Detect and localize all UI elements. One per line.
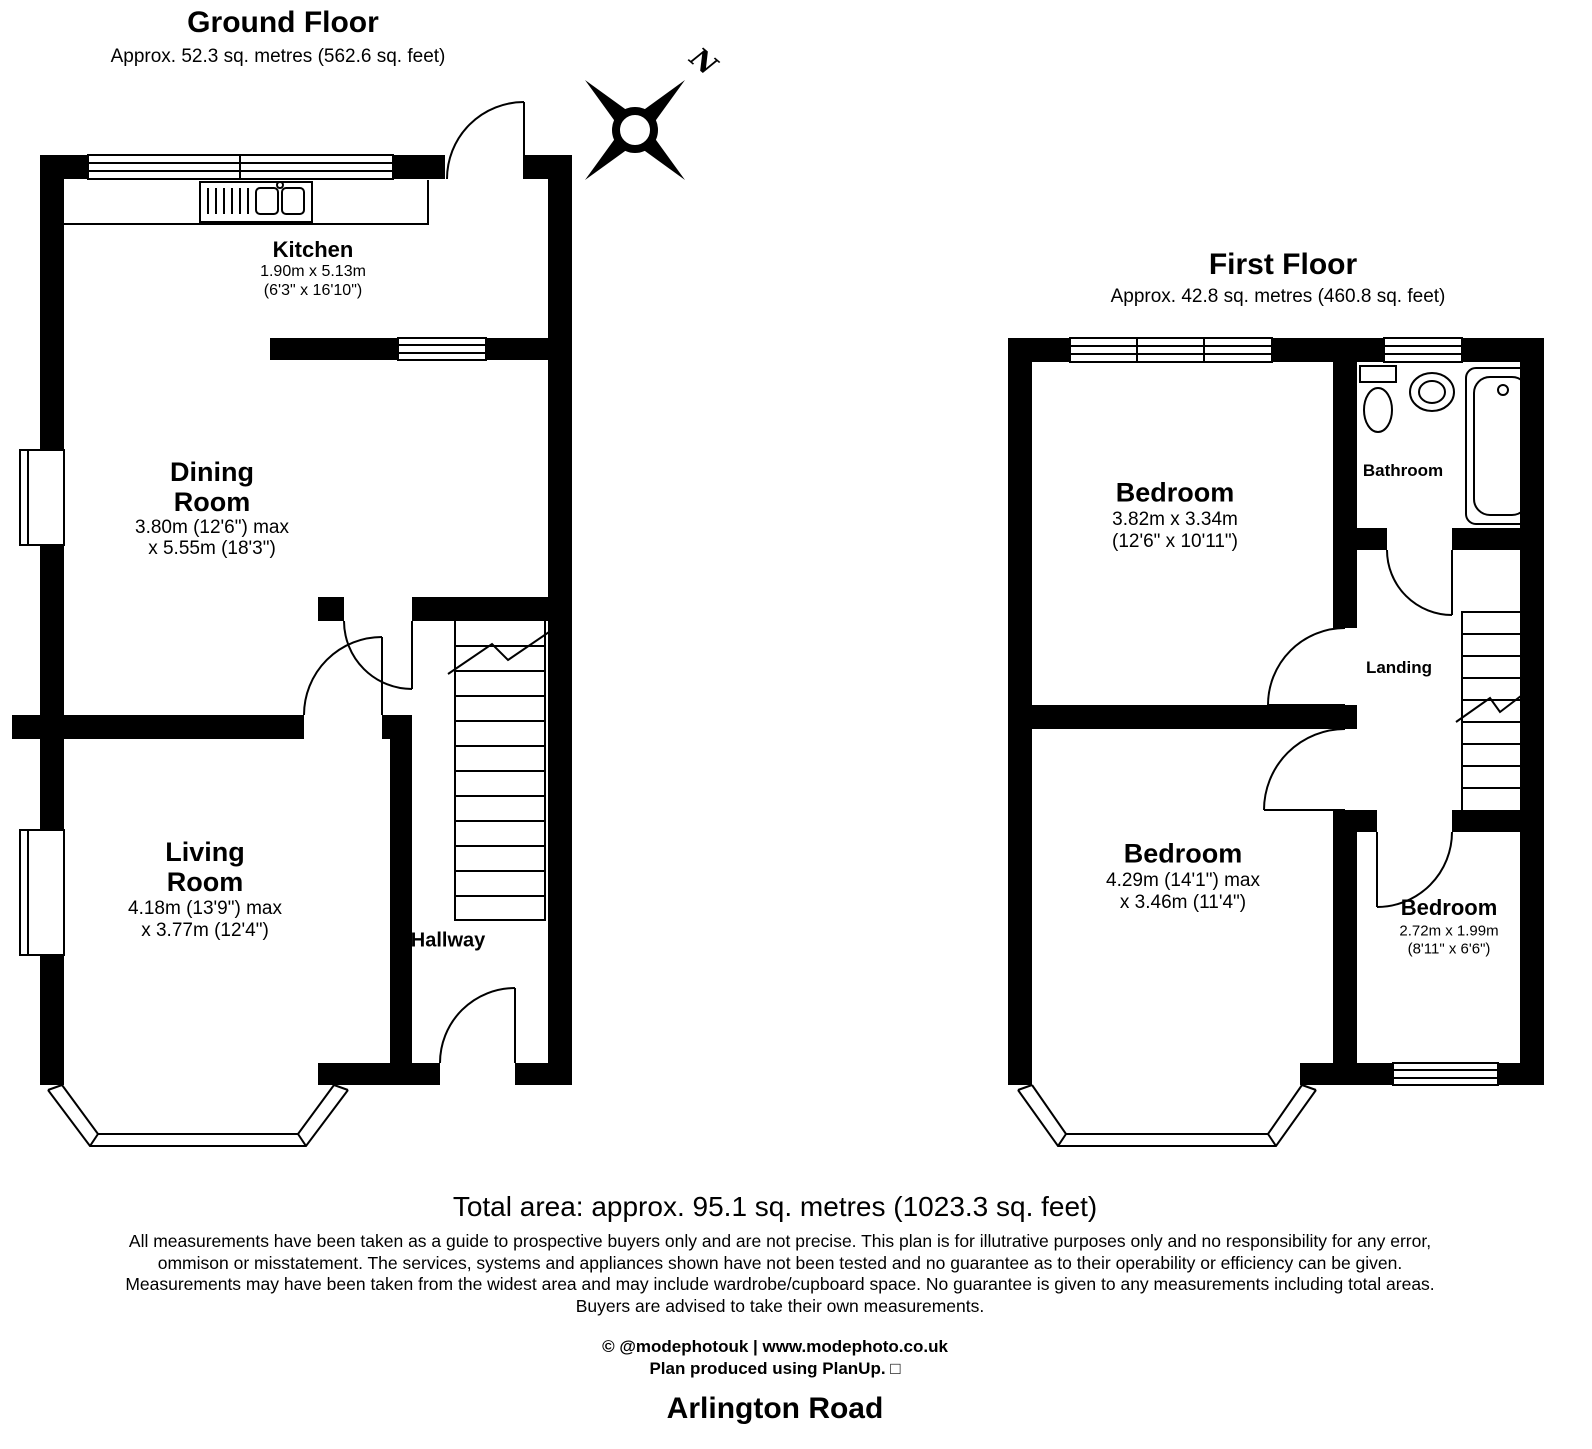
compass-rose xyxy=(585,80,685,180)
bathroom-window xyxy=(1383,337,1463,363)
ground-floor-title: Ground Floor xyxy=(187,6,379,39)
first-windows xyxy=(1069,337,1499,1086)
address-title: Arlington Road xyxy=(666,1392,884,1425)
ground-stairs xyxy=(447,621,553,921)
bedroom1-label: Bedroom xyxy=(1115,477,1235,508)
bedroom1-dim-imperial: (12'6" x 10'11") xyxy=(1111,531,1239,552)
sink-tap xyxy=(276,181,284,189)
disclaimer-text: All measurements have been taken as a gu… xyxy=(125,1231,1435,1316)
first-bay-window xyxy=(1017,1084,1317,1147)
stairs-break-line xyxy=(1455,685,1535,723)
bedroom3-label: Bedroom xyxy=(1400,895,1498,920)
hall-door-arc xyxy=(343,620,413,690)
software-credit-text: Plan produced using PlanUp. □ xyxy=(649,1359,901,1378)
sink-unit xyxy=(199,181,313,223)
living-room-label: Living Room xyxy=(165,836,245,897)
compass-hub xyxy=(612,107,658,153)
bath-tap xyxy=(1497,384,1509,396)
first-walls xyxy=(1008,338,1544,1085)
bathroom-door-arc xyxy=(1386,549,1453,616)
kitchen-counter-sink xyxy=(64,180,429,225)
kitchen-dim-imperial: (6'3" x 16'10") xyxy=(263,282,363,299)
toilet-bowl xyxy=(1363,387,1393,433)
bedroom3-dim-imperial: (8'11" x 6'6") xyxy=(1407,940,1491,958)
ground-bay-window xyxy=(47,1084,349,1147)
dining-dim-2: x 5.55m (18'3") xyxy=(148,538,276,559)
ground-windows xyxy=(87,154,487,361)
bedroom2-dim-2: x 3.46m (11'4") xyxy=(1119,892,1247,913)
bedroom3-window xyxy=(1392,1062,1499,1086)
hallway-label: Hallway xyxy=(410,929,486,952)
bedroom1-window xyxy=(1069,337,1273,363)
bedroom3-dim-metric: 2.72m x 1.99m xyxy=(1399,922,1499,940)
first-floor-plan xyxy=(1008,337,1544,1147)
bedroom2-door-arc xyxy=(1263,728,1346,811)
landing-label: Landing xyxy=(1365,658,1433,677)
first-floor-title: First Floor xyxy=(1208,248,1358,281)
sink-bowl xyxy=(255,187,279,215)
living-dim-1: 4.18m (13'9") max xyxy=(128,898,282,919)
bedroom2-dim-1: 4.29m (14'1") max xyxy=(1106,870,1260,891)
toilet-cistern xyxy=(1359,365,1397,383)
sink-bowl xyxy=(281,187,305,215)
credit-text: © @modephotouk | www.modephoto.co.uk xyxy=(602,1337,948,1356)
front-door-arc xyxy=(439,987,516,1064)
ground-recess-dining xyxy=(19,449,65,546)
total-area-text: Total area: approx. 95.1 sq. metres (102… xyxy=(452,1191,1098,1222)
kitchen-dim-metric: 1.90m x 5.13m xyxy=(260,263,366,280)
dining-window xyxy=(397,337,487,361)
ground-doors xyxy=(303,101,525,1064)
bedroom1-dim-metric: 3.82m x 3.34m xyxy=(1112,509,1238,530)
first-stairs xyxy=(1455,611,1535,810)
bedroom3-door-arc xyxy=(1376,831,1453,908)
bathroom-fixtures xyxy=(1359,365,1537,525)
ground-recess-living xyxy=(19,829,65,956)
living-dim-2: x 3.77m (12'4") xyxy=(141,920,269,941)
bedroom2-label: Bedroom xyxy=(1123,838,1243,869)
ground-floor-area: Approx. 52.3 sq. metres (562.6 sq. feet) xyxy=(110,46,446,67)
bedroom1-door-arc xyxy=(1267,627,1346,706)
kitchen-counter xyxy=(64,180,429,225)
ground-floor-plan xyxy=(12,101,572,1147)
back-door-arc xyxy=(446,101,525,180)
dining-room-label: Dining Room xyxy=(170,456,254,517)
bathroom-label: Bathroom xyxy=(1362,461,1444,480)
bathtub xyxy=(1465,367,1537,525)
living-door-arc xyxy=(303,636,383,716)
kitchen-label: Kitchen xyxy=(272,237,354,262)
stairs-break-line xyxy=(447,629,553,675)
basin xyxy=(1409,372,1455,412)
first-doors xyxy=(1263,549,1453,908)
dining-dim-1: 3.80m (12'6") max xyxy=(135,517,289,538)
ground-walls xyxy=(12,155,572,1085)
first-floor-area: Approx. 42.8 sq. metres (460.8 sq. feet) xyxy=(1110,286,1446,307)
